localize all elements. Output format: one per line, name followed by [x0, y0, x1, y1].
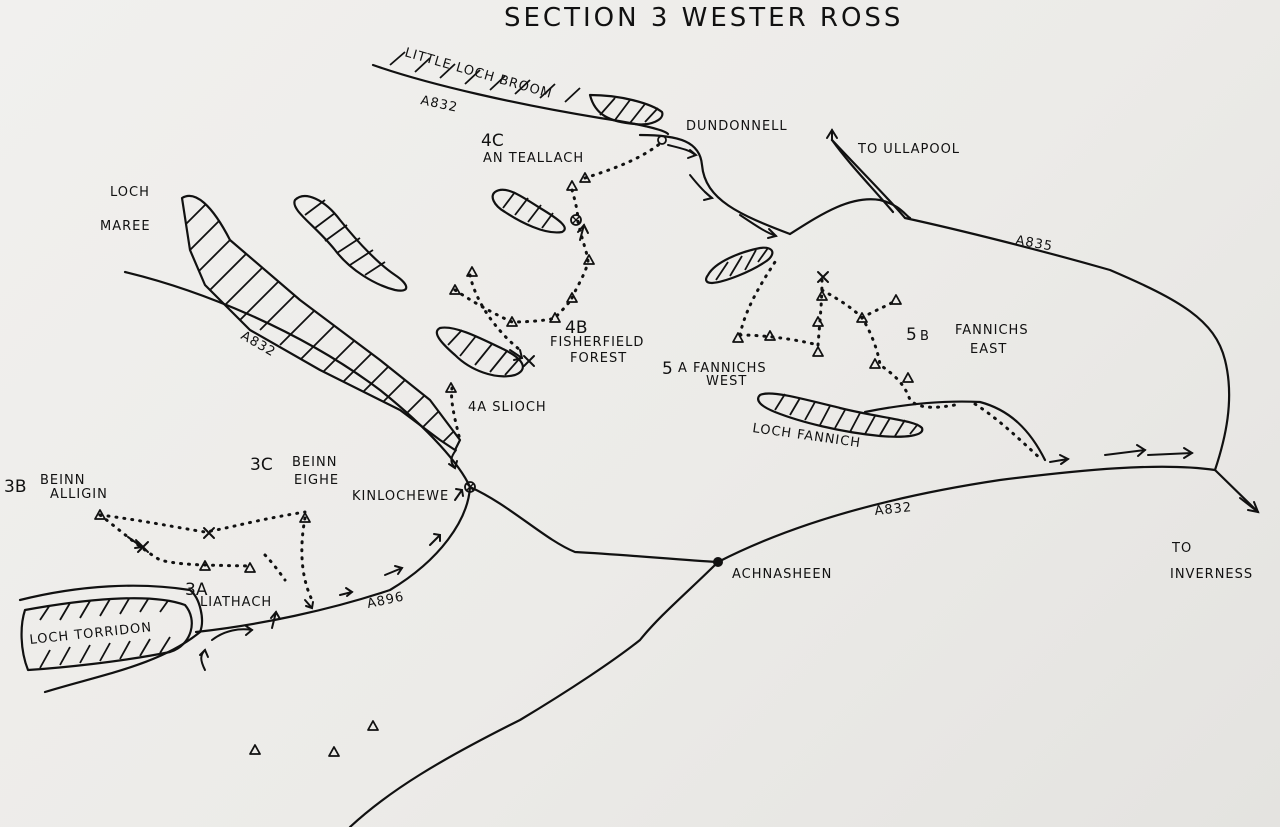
route-4b-north — [468, 273, 522, 352]
route-5a-ridge — [738, 333, 820, 347]
junction-markers — [464, 135, 723, 567]
loch-torridon — [20, 597, 193, 672]
label-5a-name-line1: A FANNICHS — [678, 361, 767, 376]
label-5b-name-line1: FANNICHS — [955, 323, 1029, 338]
label-kinlochewe: KINLOCHEWE — [352, 489, 449, 504]
label-3c-code: 3C — [250, 455, 273, 475]
route-5a — [738, 260, 777, 337]
label-loch-maree-line1: LOCH — [110, 185, 150, 200]
label-3b-code: 3B — [4, 477, 26, 497]
label-5b-code: 5 — [906, 325, 917, 345]
label-3c-name-line2: EIGHE — [294, 473, 339, 488]
label-4a: 4A SLIOCH — [468, 400, 547, 415]
road-a835-ullapool — [830, 138, 1260, 514]
route-3a — [98, 513, 252, 568]
route-4b — [570, 260, 590, 300]
road-a835-branch — [830, 138, 895, 214]
road-a832-north — [788, 198, 912, 236]
label-3b-name-line1: BEINN — [40, 473, 85, 488]
route-4b-loop — [453, 288, 574, 324]
label-a832-left: A832 — [238, 328, 278, 360]
loch-little-broom-head — [588, 93, 664, 126]
label-loch-maree-line2: MAREE — [100, 219, 151, 234]
label-4b-code: 4B — [565, 318, 587, 338]
label-5b-suffix: B — [920, 329, 930, 344]
label-achnasheen: ACHNASHEEN — [732, 567, 832, 582]
label-4b-name-line2: FOREST — [570, 351, 627, 366]
road-achnasheen-south — [348, 560, 720, 827]
label-3b-name-line2: ALLIGIN — [50, 487, 108, 502]
label-5a-name-line2: WEST — [706, 374, 747, 389]
road-fannich-track — [863, 400, 1047, 462]
loch-small-north — [293, 194, 408, 292]
route-3b — [98, 510, 307, 534]
label-loch-torridon: LOCH TORRIDON — [29, 620, 153, 648]
map-title: SECTION 3 WESTER ROSS — [504, 3, 903, 33]
label-3a-code: 3A — [185, 580, 208, 600]
route-3c-alt — [263, 553, 287, 582]
label-a896: A896 — [366, 589, 406, 612]
road-a896 — [194, 485, 472, 634]
label-4c-code: 4C — [481, 131, 504, 151]
label-5b-name-line2: EAST — [970, 342, 1007, 357]
label-3c-name-line1: BEINN — [292, 455, 337, 470]
label-a832-right: A832 — [874, 500, 913, 519]
label-4b-name-line1: FISHERFIELD — [550, 335, 644, 350]
label-4c-name: AN TEALLACH — [483, 151, 584, 166]
label-to-ullapool: TO ULLAPOOL — [857, 142, 960, 157]
label-a835: A835 — [1014, 233, 1054, 254]
label-to-inverness-line2: INVERNESS — [1170, 567, 1253, 582]
road-a832-loch-maree — [123, 270, 472, 489]
label-a832-top: A832 — [419, 93, 459, 116]
loch-an-teallach — [491, 188, 566, 234]
route-3c — [300, 516, 314, 602]
road-kinlochewe-achnasheen — [468, 485, 720, 564]
route-5b — [820, 288, 962, 409]
cross-marks — [137, 271, 829, 553]
road-torridon-shore-north — [18, 584, 204, 634]
label-dundonnell: DUNDONNELL — [686, 119, 788, 134]
loch-fannich-west-small — [705, 246, 774, 285]
road-dundonnell — [638, 133, 792, 236]
route-4c — [583, 140, 664, 180]
label-to-inverness-line1: TO — [1171, 541, 1192, 556]
loch-maree — [180, 194, 462, 452]
loch-fisherfield — [435, 326, 524, 378]
label-5a-code: 5 — [662, 359, 673, 379]
label-3a-name: LIATHACH — [200, 595, 272, 610]
route-4a — [450, 386, 462, 442]
label-loch-fannich: LOCH FANNICH — [751, 421, 861, 451]
loch-fannich — [757, 392, 924, 438]
summit-triangles — [94, 172, 914, 757]
route-arrows — [127, 128, 1260, 671]
route-5a-north — [816, 278, 824, 347]
route-5b-descent — [973, 402, 1044, 462]
road-a832-east — [716, 465, 1217, 564]
road-little-loch-broom-shore — [371, 63, 670, 136]
